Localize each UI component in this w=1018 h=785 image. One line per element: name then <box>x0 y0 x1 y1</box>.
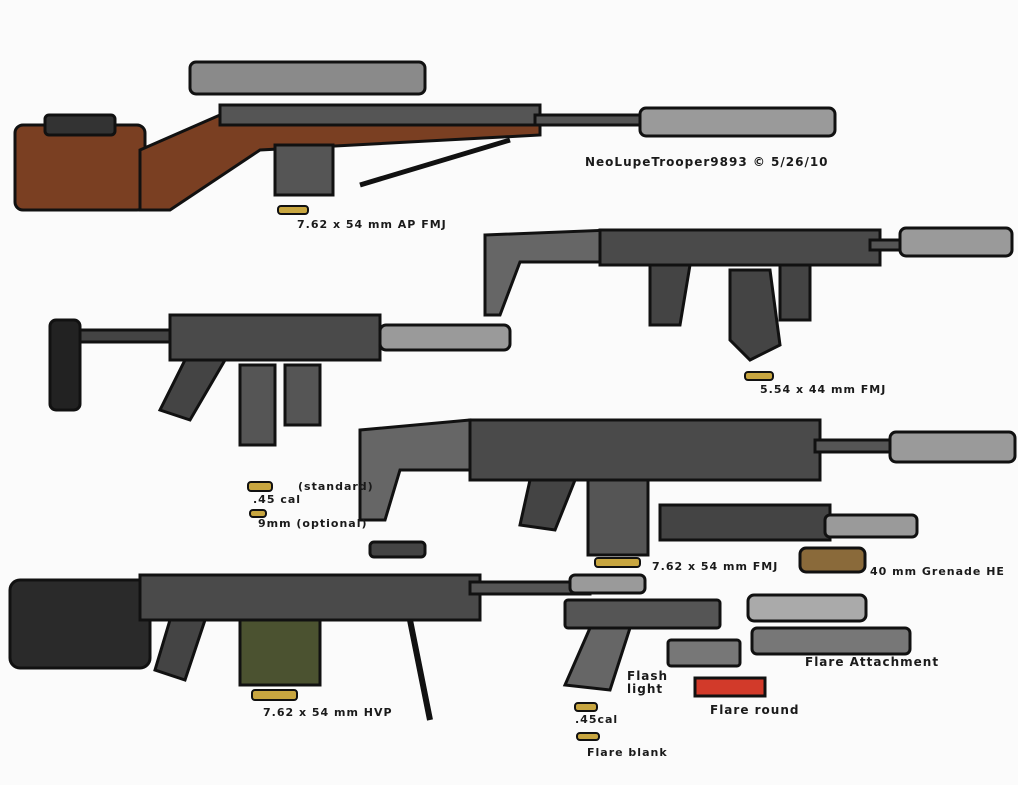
lmg-ammo-label: 7.62 x 54 mm HVP <box>263 706 393 719</box>
carbine <box>483 226 1014 362</box>
lmg <box>8 540 647 721</box>
flashlight-label: Flash light <box>627 669 669 696</box>
assault-rifle <box>358 418 1017 557</box>
ammo-rounds <box>247 205 774 741</box>
flare-round <box>693 676 767 698</box>
artist-signature: NeoLupeTrooper9893 © 5/26/10 <box>585 155 829 169</box>
flare-attachment-label: Flare Attachment <box>805 655 940 669</box>
pistol <box>562 598 722 692</box>
flashlight <box>666 638 742 668</box>
flare-blank-label: Flare blank <box>587 746 668 759</box>
flare-attachment <box>746 593 912 656</box>
flare-round-label: Flare round <box>710 703 800 717</box>
sniper-rifle <box>13 60 837 212</box>
carbine-ammo-label: 5.54 x 44 mm FMJ <box>760 383 887 396</box>
sniper-ammo-label: 7.62 x 54 mm AP FMJ <box>297 218 447 231</box>
rifle-ammo-label: 7.62 x 54 mm FMJ <box>652 560 779 573</box>
grenade <box>798 546 867 574</box>
pistol-ammo-label: .45cal <box>575 713 619 726</box>
smg-standard-label: (standard) <box>298 480 374 493</box>
smg-9mm-label: 9mm (optional) <box>258 517 368 530</box>
smg-45-label: .45 cal <box>253 493 302 506</box>
smg <box>48 313 512 447</box>
grenade-label: 40 mm Grenade HE <box>870 565 1005 578</box>
